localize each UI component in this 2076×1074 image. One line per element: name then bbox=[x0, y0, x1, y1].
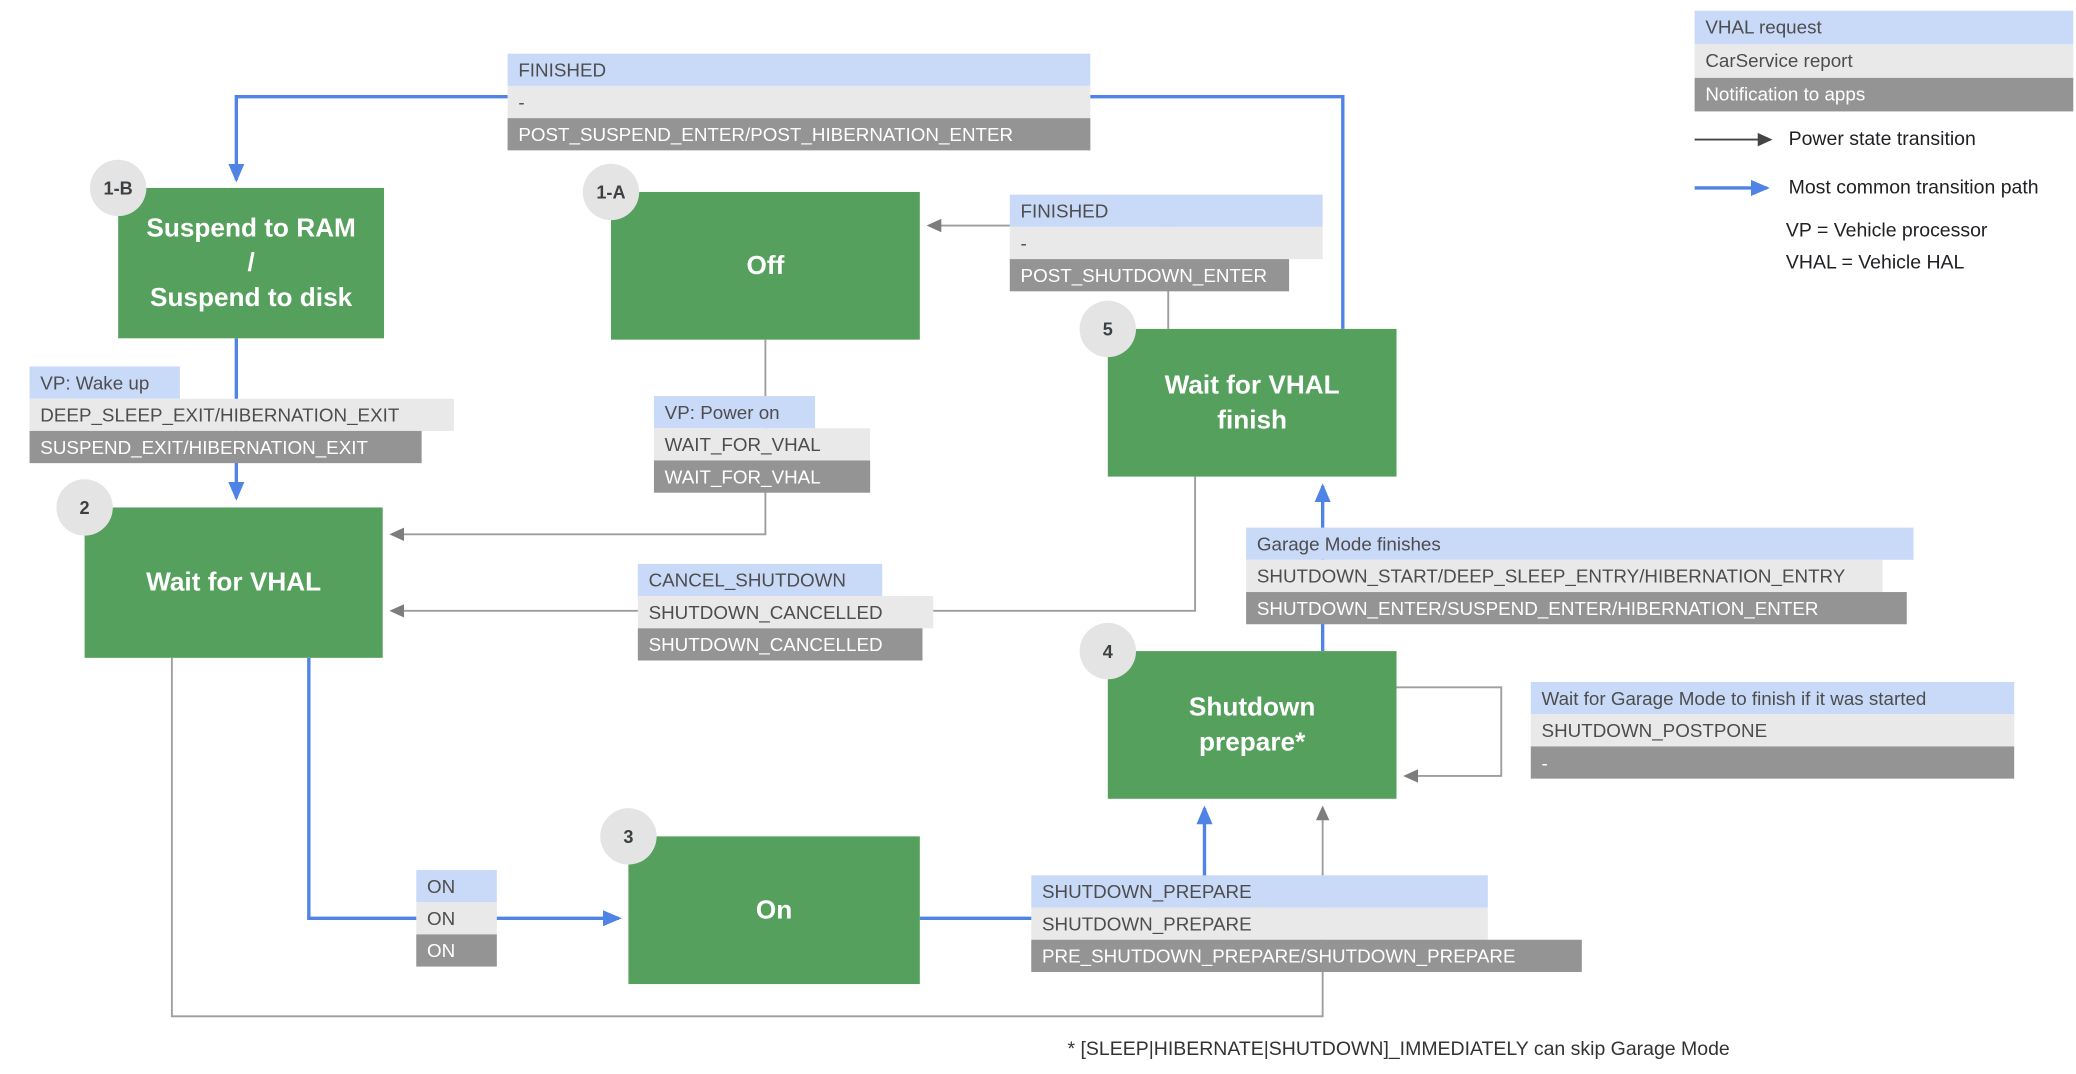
legend-carservice-report: CarService report bbox=[1694, 44, 2074, 78]
vhal-request-row: CANCEL_SHUTDOWN bbox=[637, 563, 883, 597]
arrow-waitvhal-to-on bbox=[307, 657, 622, 927]
state-badge: 4 bbox=[1079, 622, 1137, 680]
notification-row: SHUTDOWN_CANCELLED bbox=[637, 628, 923, 661]
notification-row: POST_SHUTDOWN_ENTER bbox=[1009, 259, 1290, 292]
carservice-report-row: SHUTDOWN_CANCELLED bbox=[637, 596, 934, 629]
vhal-request-row: VP: Wake up bbox=[29, 366, 180, 399]
notification-row: POST_SUSPEND_ENTER/POST_HIBERNATION_ENTE… bbox=[507, 118, 1091, 151]
vhal-request-row: SHUTDOWN_PREPARE bbox=[1031, 875, 1488, 908]
state-on: 3 On bbox=[600, 808, 920, 985]
transition-label-garage-finish: Garage Mode finishes SHUTDOWN_START/DEEP… bbox=[1246, 527, 1914, 625]
notification-row: SHUTDOWN_ENTER/SUSPEND_ENTER/HIBERNATION… bbox=[1246, 592, 1907, 625]
carservice-report-row: SHUTDOWN_POSTPONE bbox=[1530, 714, 2015, 747]
vhal-request-row: FINISHED bbox=[1009, 194, 1323, 227]
notification-row: PRE_SHUTDOWN_PREPARE/SHUTDOWN_PREPARE bbox=[1031, 939, 1582, 972]
state-shutdown-prepare: 4 Shutdown prepare* bbox=[1079, 622, 1397, 799]
notification-row: - bbox=[1530, 746, 2015, 779]
state-wait-for-vhal: 2 Wait for VHAL bbox=[56, 479, 383, 658]
state-badge: 1-B bbox=[89, 159, 147, 217]
arrow-shutdown-postpone-selfloop bbox=[1396, 686, 1503, 783]
vhal-request-row: Wait for Garage Mode to finish if it was… bbox=[1530, 681, 2015, 715]
state-badge: 3 bbox=[600, 808, 657, 865]
state-title: Wait for VHAL bbox=[146, 567, 322, 598]
carservice-report-row: ON bbox=[416, 902, 497, 935]
transition-label-shutdown-postpone: Wait for Garage Mode to finish if it was… bbox=[1530, 681, 2015, 779]
state-title: On bbox=[755, 895, 793, 925]
notification-row: SUSPEND_EXIT/HIBERNATION_EXIT bbox=[29, 430, 422, 464]
state-badge: 5 bbox=[1079, 300, 1137, 358]
carservice-report-row: - bbox=[1009, 226, 1323, 260]
vhal-request-row: VP: Power on bbox=[653, 396, 816, 429]
state-off: 1-A Off bbox=[582, 163, 920, 340]
state-title: Wait for VHAL finish bbox=[1164, 370, 1340, 435]
legend-power-state-transition-label: Power state transition bbox=[1788, 128, 1976, 151]
carservice-report-row: DEEP_SLEEP_EXIT/HIBERNATION_EXIT bbox=[29, 398, 454, 431]
legend-vp-definition: VP = Vehicle processor bbox=[1785, 220, 1988, 242]
legend-notification-apps: Notification to apps bbox=[1694, 77, 2074, 112]
carservice-report-row: - bbox=[507, 85, 1091, 119]
vhal-request-row: FINISHED bbox=[507, 53, 1091, 86]
legend-vhal-request: VHAL request bbox=[1694, 10, 2074, 45]
notification-row: ON bbox=[416, 934, 497, 967]
state-title: Shutdown prepare* bbox=[1188, 692, 1316, 758]
transition-label-finished-off: FINISHED - POST_SHUTDOWN_ENTER bbox=[1009, 194, 1323, 292]
state-wait-for-vhal-finish: 5 Wait for VHAL finish bbox=[1079, 300, 1397, 477]
transition-label-cancel-shutdown: CANCEL_SHUTDOWN SHUTDOWN_CANCELLED SHUTD… bbox=[637, 563, 934, 661]
vhal-request-row: Garage Mode finishes bbox=[1246, 527, 1914, 560]
transition-label-finished-suspend: FINISHED - POST_SUSPEND_ENTER/POST_HIBER… bbox=[507, 53, 1091, 151]
garage-mode-footnote: * [SLEEP|HIBERNATE|SHUTDOWN]_IMMEDIATELY… bbox=[1067, 1039, 1730, 1061]
transition-label-power-on: VP: Power on WAIT_FOR_VHAL WAIT_FOR_VHAL bbox=[653, 396, 871, 493]
notification-row: WAIT_FOR_VHAL bbox=[653, 460, 871, 493]
state-badge: 2 bbox=[56, 479, 113, 536]
state-badge: 1-A bbox=[582, 163, 640, 221]
vhal-request-row: ON bbox=[416, 869, 497, 903]
carservice-report-row: WAIT_FOR_VHAL bbox=[653, 428, 871, 461]
legend-most-common-label: Most common transition path bbox=[1788, 177, 2039, 199]
carservice-report-row: SHUTDOWN_PREPARE bbox=[1031, 907, 1488, 940]
legend-vhal-definition: VHAL = Vehicle HAL bbox=[1785, 252, 1965, 274]
transition-label-shutdown-prepare: SHUTDOWN_PREPARE SHUTDOWN_PREPARE PRE_SH… bbox=[1031, 875, 1582, 972]
state-title: Suspend to RAM / Suspend to disk bbox=[146, 212, 356, 314]
carservice-report-row: SHUTDOWN_START/DEEP_SLEEP_ENTRY/HIBERNAT… bbox=[1246, 559, 1883, 593]
transition-label-wake-up: VP: Wake up DEEP_SLEEP_EXIT/HIBERNATION_… bbox=[29, 366, 454, 464]
transition-label-on: ON ON ON bbox=[416, 869, 497, 967]
state-suspend: 1-B Suspend to RAM / Suspend to disk bbox=[89, 159, 385, 339]
state-title: Off bbox=[746, 250, 785, 281]
legend-key: VHAL request CarService report Notificat… bbox=[1694, 10, 2074, 112]
